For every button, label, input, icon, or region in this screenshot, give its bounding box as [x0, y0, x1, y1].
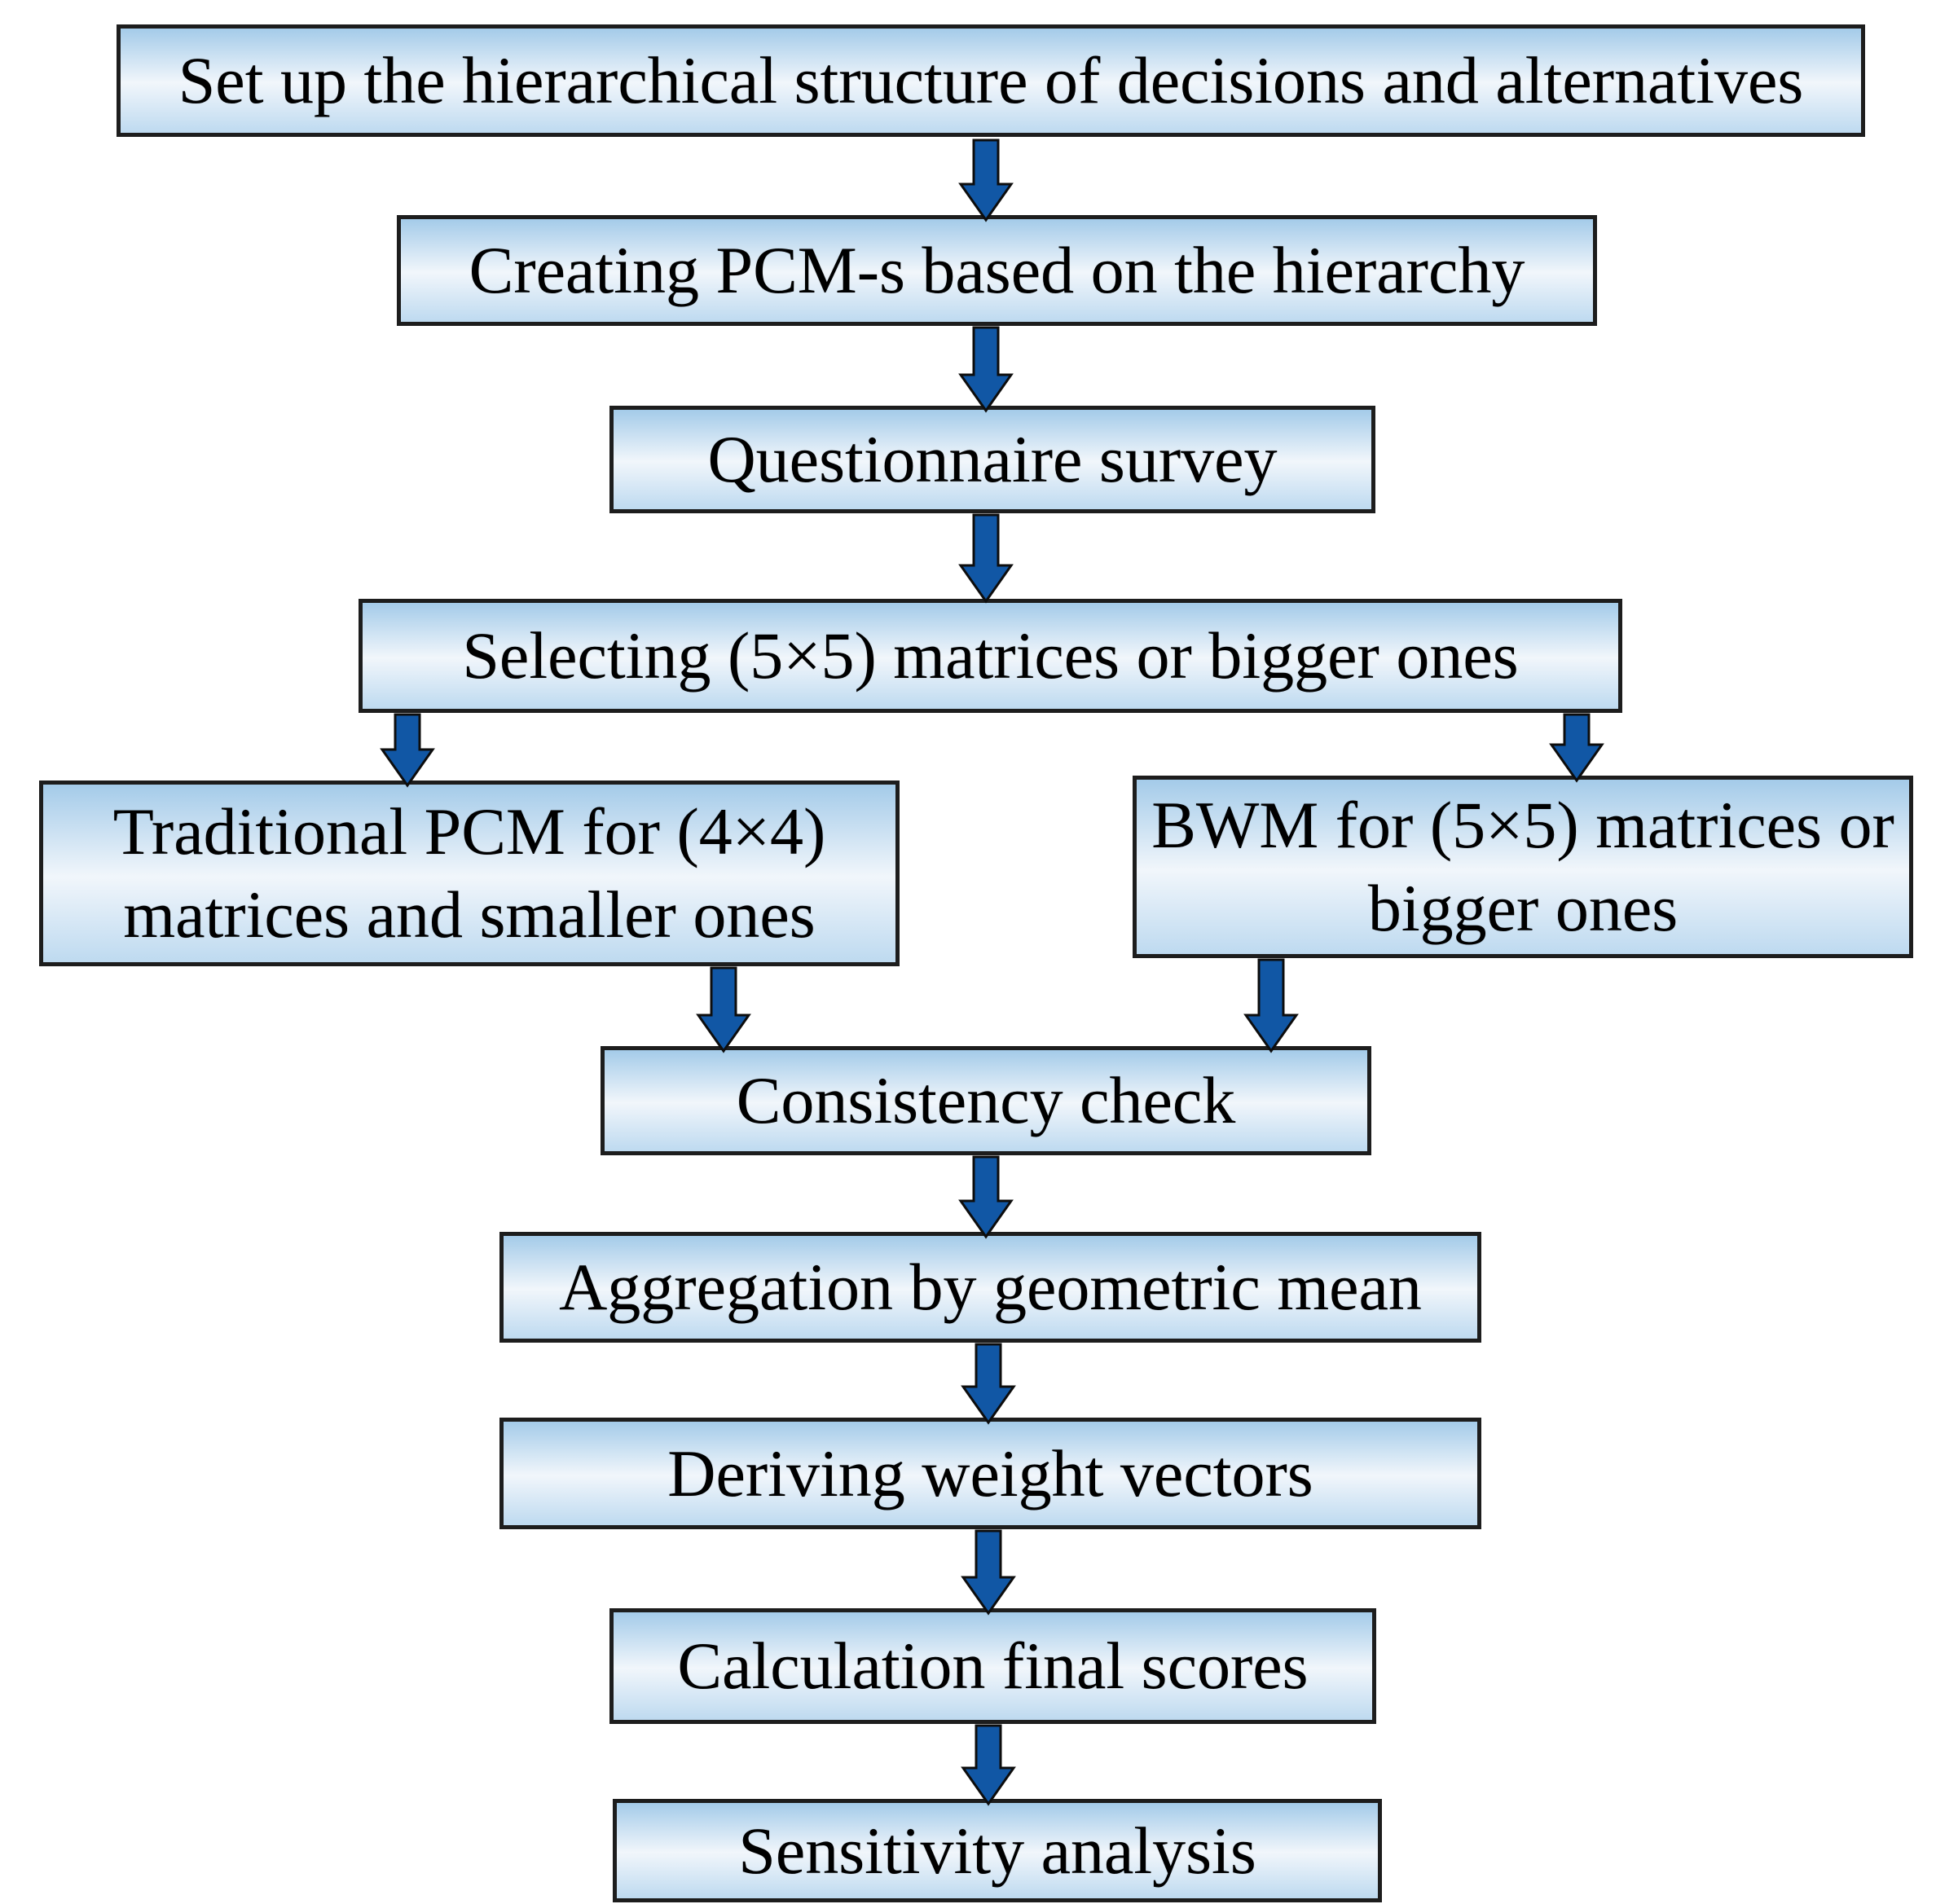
node-final-scores-label: Calculation final scores — [677, 1629, 1309, 1703]
arrow-aggregation-to-weights-icon — [961, 1343, 1016, 1425]
arrow-setup-to-create-pcm-icon — [958, 139, 1014, 222]
arrow-final-scores-to-sensitivity-icon — [961, 1724, 1016, 1806]
node-create-pcm-label: Creating PCM-s based on the hierarchy — [469, 233, 1525, 307]
arrow-select-to-bwm-icon — [1549, 713, 1604, 783]
node-sensitivity: Sensitivity analysis — [613, 1799, 1382, 1902]
node-final-scores: Calculation final scores — [609, 1608, 1376, 1724]
node-aggregation-label: Aggregation by geometric mean — [559, 1250, 1422, 1324]
node-setup-label: Set up the hierarchical structure of dec… — [178, 43, 1804, 117]
node-traditional-pcm: Traditional PCM for (4×4) matrices and s… — [39, 781, 900, 966]
node-sensitivity-label: Sensitivity analysis — [738, 1813, 1256, 1888]
arrow-consistency-to-aggregation-icon — [958, 1155, 1014, 1239]
node-traditional-pcm-label: Traditional PCM for (4×4) matrices and s… — [112, 794, 826, 952]
node-bwm-label: BWM for (5×5) matrices or bigger ones — [1151, 788, 1894, 945]
node-setup: Set up the hierarchical structure of dec… — [117, 24, 1865, 137]
node-select-label: Selecting (5×5) matrices or bigger ones — [462, 618, 1519, 693]
arrow-select-to-traditional-pcm-icon — [380, 713, 435, 788]
arrow-create-pcm-to-survey-icon — [958, 326, 1014, 413]
arrow-weights-to-final-scores-icon — [961, 1529, 1016, 1616]
arrow-survey-to-select-icon — [958, 513, 1014, 604]
node-bwm: BWM for (5×5) matrices or bigger ones — [1133, 776, 1913, 958]
node-weights: Deriving weight vectors — [499, 1418, 1481, 1529]
node-create-pcm: Creating PCM-s based on the hierarchy — [397, 215, 1597, 326]
arrow-bwm-to-consistency-icon — [1243, 958, 1299, 1053]
node-consistency: Consistency check — [601, 1046, 1371, 1155]
node-weights-label: Deriving weight vectors — [667, 1436, 1313, 1510]
node-consistency-label: Consistency check — [736, 1063, 1236, 1137]
node-survey: Questionnaire survey — [609, 406, 1375, 513]
arrow-traditional-pcm-to-consistency-icon — [696, 966, 751, 1053]
node-aggregation: Aggregation by geometric mean — [499, 1232, 1481, 1343]
node-select: Selecting (5×5) matrices or bigger ones — [359, 599, 1622, 713]
node-survey-label: Questionnaire survey — [707, 422, 1278, 496]
